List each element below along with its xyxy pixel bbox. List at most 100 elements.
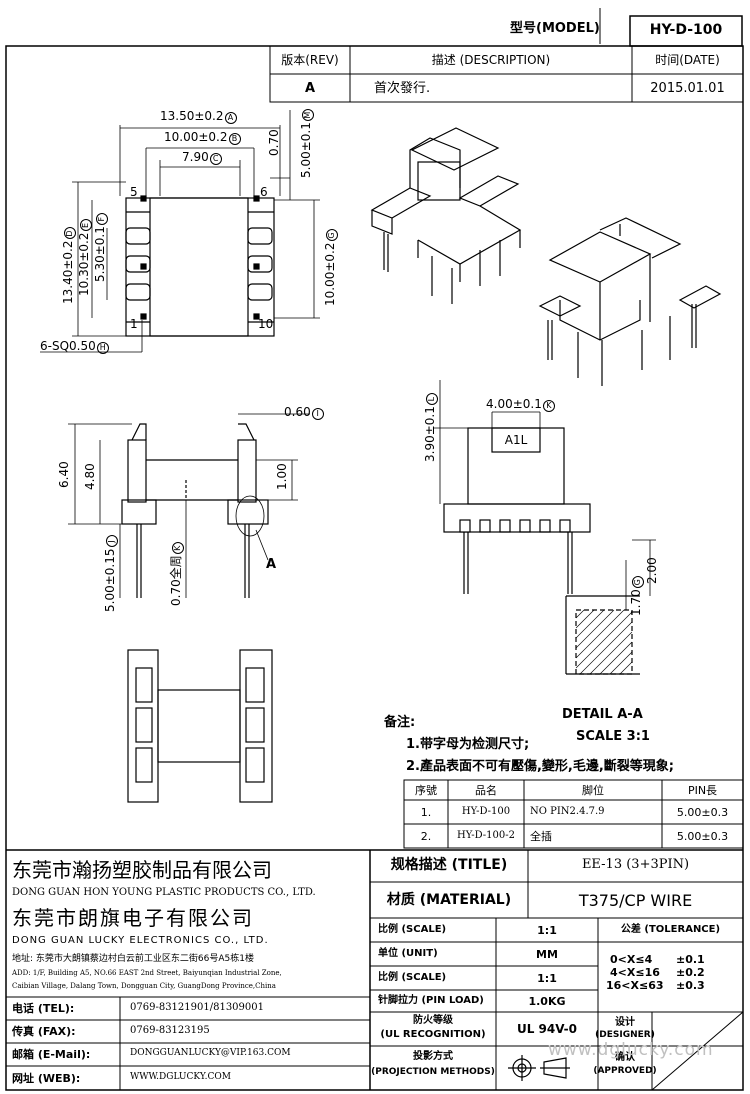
model-label: 型号(MODEL): [510, 21, 600, 36]
email-label: 邮箱 (E-Mail):: [12, 1048, 91, 1061]
parts-row2-no: 2.: [420, 830, 432, 843]
circle-e-icon: E: [80, 219, 92, 232]
iso-view-1: [370, 127, 522, 304]
dim-side-640: 6.40: [57, 461, 71, 488]
approved-label-2: (APPROVED): [593, 1066, 657, 1076]
top-view: [40, 110, 320, 353]
tol-value-2: ±0.2: [676, 966, 705, 979]
pin-label-10: 10: [258, 317, 274, 331]
detail-view: [565, 539, 656, 675]
circle-k2-icon: K: [542, 400, 555, 412]
circle-d-icon: D: [64, 227, 76, 240]
model-value: HY-D-100: [649, 22, 723, 38]
company-name-2-cn: 东莞市朗旗电子有限公司: [12, 906, 254, 930]
parts-row2-len: 5.00±0.3: [676, 830, 729, 843]
spec-proj-label-2: (PROJECTION METHODS): [371, 1067, 495, 1077]
tel-label: 电话 (TEL):: [12, 1002, 75, 1015]
spec-scale2-label: 比例 (SCALE): [378, 972, 447, 983]
projection-symbol-icon: [508, 1055, 570, 1081]
tol-range-1: 0<X≤4: [610, 953, 653, 966]
front-view: [434, 380, 591, 594]
circle-f-icon: F: [96, 213, 108, 226]
spec-pinload-value: 1.0KG: [528, 995, 566, 1008]
date-value: 2015.01.01: [650, 81, 725, 96]
parts-row2-pin: 全插: [530, 830, 552, 843]
parts-header-no: 序號: [415, 784, 437, 797]
spec-title-value: EE-13 (3+3PIN): [581, 857, 690, 872]
company-address-en-2: Caibian Village, Dalang Town, Dongguan C…: [12, 982, 276, 990]
spec-ul-label-1: 防火等级: [413, 1015, 453, 1026]
note-item-1: 1.带字母为检测尺寸;: [406, 737, 530, 752]
spec-scale-value: 1:1: [537, 924, 557, 937]
circle-b-icon: B: [228, 133, 241, 145]
circle-a-icon: A: [224, 112, 237, 124]
fax-value: 0769-83123195: [130, 1025, 210, 1036]
parts-row1-pin: NO PIN2.4.7.9: [530, 806, 605, 817]
front-mark-a1l: A1L: [504, 433, 528, 447]
circle-c-icon: C: [209, 153, 222, 165]
spec-proj-label-1: 投影方式: [413, 1051, 453, 1062]
web-value[interactable]: WWW.DGLUCKY.COM: [130, 1072, 232, 1082]
detail-title: DETAIL A-A: [562, 707, 643, 722]
circle-l-icon: L: [426, 393, 438, 406]
spec-material-label: 材质 (MATERIAL): [386, 892, 512, 908]
pin-label-5: 5: [130, 185, 138, 199]
dim-front-390: 3.90±0.1L: [423, 393, 438, 462]
web-label: 网址 (WEB):: [12, 1072, 81, 1085]
desc-label: 描述 (DESCRIPTION): [431, 53, 551, 67]
tel-value[interactable]: 0769-83121901/81309001: [130, 1002, 264, 1013]
detail-scale: SCALE 3:1: [576, 729, 650, 744]
spec-scale-label: 比例 (SCALE): [378, 924, 447, 935]
parts-row1-no: 1.: [420, 806, 432, 819]
detail-ref-label: A: [266, 557, 277, 572]
fax-label: 传真 (FAX):: [12, 1025, 76, 1038]
note-item-2: 2.產品表面不可有壓傷,變形,毛邊,斷裂等現象;: [406, 759, 674, 774]
rev-value: A: [304, 81, 316, 96]
spec-scale2-value: 1:1: [537, 972, 557, 985]
designer-label-2: (DESIGNER): [595, 1030, 655, 1040]
dim-top-070: 0.70: [267, 129, 281, 156]
tol-range-3: 16<X≤63: [606, 979, 664, 992]
side-view: [68, 413, 310, 598]
circle-i-icon: I: [311, 408, 324, 420]
bottom-view: [127, 649, 273, 803]
parts-row1-name: HY-D-100: [461, 806, 511, 817]
circle-m-icon: M: [302, 109, 314, 122]
desc-value: 首次發行.: [374, 81, 431, 96]
iso-view-2: [538, 217, 722, 386]
dim-side-100: 1.00: [275, 463, 289, 490]
company-address-en-1: ADD: 1/F, Building A5, NO.66 EAST 2nd St…: [12, 969, 282, 977]
dim-right-1000: 10.00±0.2G: [323, 229, 338, 306]
company-address-cn: 地址: 东莞市大朗镇蔡边村白云前工业区东二街66号A5栋1楼: [12, 954, 254, 964]
circle-g2-icon: G: [632, 576, 644, 589]
parts-header-name: 品名: [475, 784, 497, 797]
circle-k-icon: K: [172, 542, 184, 555]
company-name-1-cn: 东莞市瀚扬塑胶制品有限公司: [12, 858, 272, 882]
spec-pinload-label: 针脚拉力 (PIN LOAD): [378, 995, 484, 1006]
dim-left-1340: 13.40±0.2D: [61, 227, 76, 304]
email-value[interactable]: DONGGUANLUCKY@VIP.163.COM: [130, 1048, 291, 1058]
tol-value-3: ±0.3: [676, 979, 705, 992]
dim-side-070: 0.70全周K: [169, 542, 184, 606]
designer-label-1: 设计: [615, 1017, 635, 1028]
parts-header-len: PIN長: [687, 784, 718, 797]
circle-j-icon: J: [106, 535, 118, 548]
spec-tolerance-label: 公差 (TOLERANCE): [620, 924, 721, 935]
spec-unit-value: MM: [536, 948, 558, 961]
spec-ul-label-2: (UL RECOGNITION): [380, 1029, 486, 1040]
dim-top-500: 5.00±0.1M: [299, 109, 314, 178]
dim-left-1030: 10.30±0.2E: [77, 219, 92, 296]
company-name-1-en: DONG GUAN HON YOUNG PLASTIC PRODUCTS CO.…: [12, 887, 316, 898]
tol-value-1: ±0.1: [676, 953, 705, 966]
dim-detail-170: 1.70G: [629, 576, 644, 616]
company-name-2-en: DONG GUAN LUCKY ELECTRONICS CO., LTD.: [12, 935, 269, 946]
notes-title: 备注:: [384, 715, 416, 730]
dim-side-480: 4.80: [83, 463, 97, 490]
date-label: 时间(DATE): [655, 53, 720, 67]
tol-range-2: 4<X≤16: [610, 966, 660, 979]
